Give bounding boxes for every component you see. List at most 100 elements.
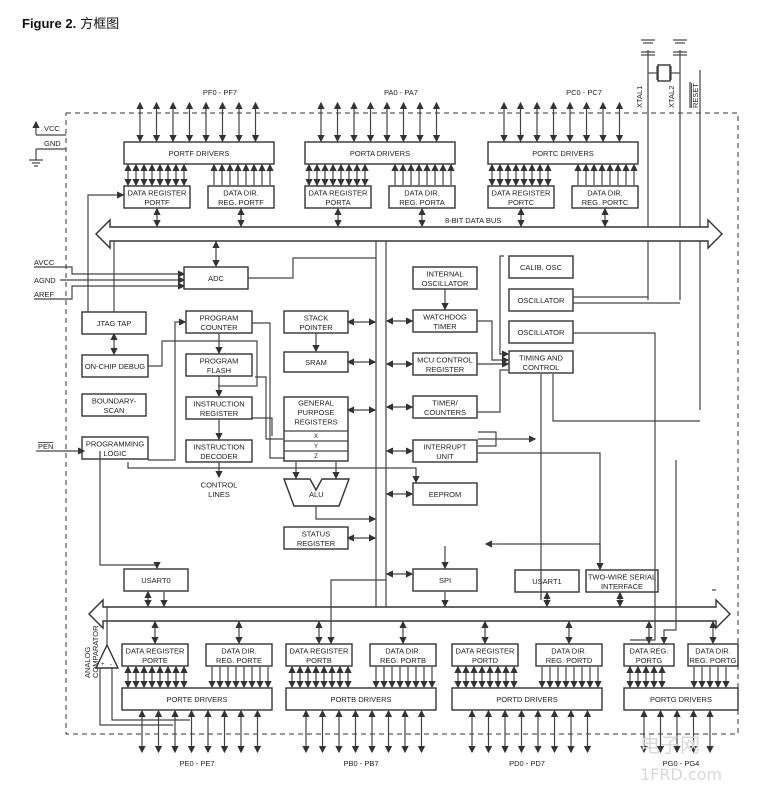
spi-portb <box>327 579 386 645</box>
program-flash-block-label-1: PROGRAM <box>200 356 239 365</box>
portb-drivers <box>285 687 437 711</box>
stack-pointer-block-label-1: STACK <box>304 313 328 322</box>
two-wire-interface-block-label-1: TWO-WIRE SERIAL <box>588 572 656 581</box>
instruction-register-block-label-2: REGISTER <box>200 409 239 418</box>
portb-dir-register-label-1: DATA DIR. <box>385 646 421 655</box>
portc-data-register-label-1: DATA REGISTER <box>492 188 551 197</box>
porte-data-register-label-1: DATA REGISTER <box>126 646 185 655</box>
usart0-block-label-1: USART0 <box>141 576 170 585</box>
porte-pin-label: PE0 - PE7 <box>179 759 214 768</box>
jtag-to-portf <box>87 191 125 312</box>
portf-dir-register-label-1: DATA DIR. <box>223 188 259 197</box>
ocd-flash <box>148 340 258 387</box>
calosc-timing <box>499 255 510 358</box>
pen-label: PEN <box>38 442 53 451</box>
oscillator1-block: OSCILLATOR <box>508 288 574 312</box>
jtag-tap-block: JTAG TAP <box>81 311 147 335</box>
portd-pin-label: PD0 - PD7 <box>509 759 545 768</box>
on-chip-debug-block: ON-CHIP DEBUG <box>81 354 149 378</box>
portd-dir-register-label-2: REG. PORTD <box>546 656 593 665</box>
timer-counters-block-label-2: COUNTERS <box>424 408 466 417</box>
portf-pin-label: PF0 - PF7 <box>203 88 237 97</box>
portg-data-register-label-1: DATA REG. <box>630 646 669 655</box>
watermark-line2: 1FRD.com <box>640 765 722 784</box>
control-lines-label-2: LINES <box>208 490 230 499</box>
timer-counters-block: TIMER/COUNTERS <box>412 395 478 419</box>
crystal-section: XTAL1 XTAL2 RESET <box>635 39 701 410</box>
portc-drivers <box>487 141 639 165</box>
portd-drivers-label: PORTD DRIVERS <box>496 695 558 704</box>
status-register-block-label-2: REGISTER <box>297 539 336 548</box>
pc-side <box>252 322 285 459</box>
program-counter-block-label-1: PROGRAM <box>200 313 239 322</box>
portg-drivers-label: PORTG DRIVERS <box>650 695 712 704</box>
sram-block-label-1: SRAM <box>305 358 327 367</box>
analog-comparator: + - ANALOG COMPARATOR <box>83 607 190 726</box>
analog-comparator-label-1: ANALOG <box>83 647 92 678</box>
portf-drivers <box>123 141 275 165</box>
porta-data-register-label-2: PORTA <box>325 198 350 207</box>
agnd-label: AGND <box>34 276 56 285</box>
oscillator2-block: OSCILLATOR <box>508 320 574 344</box>
data-bus-label: 8-BIT DATA BUS <box>445 216 501 225</box>
porte-drivers-label: PORTE DRIVERS <box>166 695 227 704</box>
ir-gpr <box>255 376 283 440</box>
portc-pin-label: PC0 - PC7 <box>566 88 602 97</box>
timing-control-block-label-1: TIMING AND <box>519 353 563 362</box>
calib-osc-block-label-1: CALIB. OSC <box>520 263 563 272</box>
portg-pin-label: PG0 - PG4 <box>663 759 700 768</box>
gpr-y: Y <box>314 444 318 450</box>
portb-drivers-label: PORTB DRIVERS <box>330 695 391 704</box>
watchdog-timer-block-label-1: WATCHDOG <box>423 312 467 321</box>
porta-dir-register-label-1: DATA DIR. <box>404 188 440 197</box>
vcc-label: VCC <box>44 124 60 133</box>
instruction-decoder-block-label-1: INSTRUCTION <box>193 442 244 451</box>
portf-dir-register-label-2: REG. PORTF <box>218 198 264 207</box>
twi-top <box>500 543 604 571</box>
gpr-label-2: PURPOSE <box>298 408 335 417</box>
svg-text:+: + <box>101 662 105 668</box>
ir-side <box>252 417 273 436</box>
reset-label: RESET <box>691 83 700 108</box>
portg-dir-register-label-2: REG. PORTG <box>690 656 737 665</box>
timers-timing <box>477 369 508 413</box>
oscillator2-block-label-1: OSCILLATOR <box>518 328 565 337</box>
portd-data-register-label-2: PORTD <box>472 656 499 665</box>
portd-data-register-label-1: DATA REGISTER <box>456 646 515 655</box>
jtag-tap-block-label-1: JTAG TAP <box>97 319 132 328</box>
adc-out <box>248 257 376 279</box>
timing-control-block-label-2: CONTROL <box>523 363 560 372</box>
data-bus-bottom <box>88 598 731 630</box>
alu-label: ALU <box>309 490 324 499</box>
adc-block-label-1: ADC <box>208 274 224 283</box>
portc-dir-register-label-1: DATA DIR. <box>587 188 623 197</box>
wdt-timing <box>477 320 510 364</box>
portd-dir-register-label-1: DATA DIR. <box>551 646 587 655</box>
portg-data-register-label-2: PORTG <box>636 656 663 665</box>
control-lines-label-1: CONTROL <box>201 480 238 489</box>
portb-pin-label: PB0 - PB7 <box>343 759 378 768</box>
xtal2-label: XTAL2 <box>667 86 676 108</box>
watchdog-timer-block-label-2: TIMER <box>433 322 457 331</box>
oscillator1-block-label-1: OSCILLATOR <box>518 296 565 305</box>
interrupt-unit-block-label-2: UNIT <box>436 452 454 461</box>
alu: ALU <box>282 478 351 507</box>
porta-drivers-label: PORTA DRIVERS <box>350 149 410 158</box>
boundary-scan-block: BOUNDARY-SCAN <box>81 393 147 417</box>
adc-block: ADC <box>183 266 249 290</box>
boundary-scan-block-label-1: BOUNDARY- <box>92 396 137 405</box>
osc2-portg <box>573 332 656 641</box>
mcu-control-register-block-label-2: REGISTER <box>426 365 465 374</box>
porte-dir-register-label-1: DATA DIR. <box>221 646 257 655</box>
porta-dir-register-label-2: REG. PORTA <box>399 198 445 207</box>
